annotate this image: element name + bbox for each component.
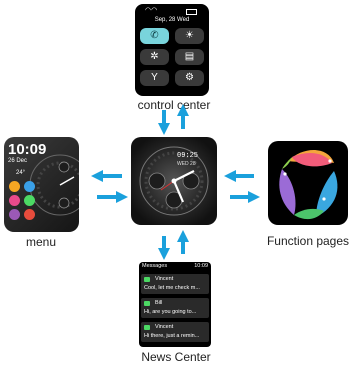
fan-icon[interactable]: ✲ [140, 49, 169, 65]
phone-icon[interactable]: ✆ [140, 28, 169, 44]
control-center-caption: control center [137, 98, 211, 112]
message-sender: Vincent [155, 324, 174, 330]
status-bar: ◠◠ [135, 6, 209, 16]
watch-dial-graphic [139, 146, 209, 216]
app-icon-fitness[interactable] [9, 195, 20, 206]
news-header: Messages 10:09 [139, 262, 211, 271]
function-pages-screen [268, 141, 348, 225]
flashlight-icon[interactable]: Y [140, 70, 169, 86]
message-item[interactable]: Vincent Hi there, just a remin... [141, 322, 209, 342]
control-center-screen: ◠◠ Sep, 28 Wed ✆ ☀ ✲ ▤ Y ⚙ [135, 4, 209, 96]
news-title: Messages [142, 263, 168, 269]
message-sender: Vincent [155, 276, 174, 282]
app-icon-phone[interactable] [24, 181, 35, 192]
message-item[interactable]: Vincent Cool, let me check m... [141, 274, 209, 294]
id-card-icon[interactable]: ▤ [175, 49, 204, 65]
app-icon-weather[interactable] [9, 181, 20, 192]
battery-icon [186, 9, 197, 15]
menu-date: 26 Dec [8, 158, 28, 164]
main-watch-face: 09:25 WED 28 [131, 137, 217, 225]
message-icon [144, 325, 150, 330]
watch-time: 09:25 [177, 152, 199, 160]
menu-temperature: 24° [16, 170, 26, 176]
message-icon [144, 301, 150, 306]
cc-date: Sep, 28 Wed [154, 17, 190, 23]
message-icon [144, 277, 150, 282]
message-preview: Cool, let me check m... [144, 285, 200, 291]
message-preview: Hi, are you going to... [144, 309, 197, 315]
menu-time: 10:09 [8, 141, 47, 158]
app-icon-messages[interactable] [24, 195, 35, 206]
message-sender: Bill [155, 300, 163, 306]
app-icon-heart-rate[interactable] [24, 209, 35, 220]
news-time: 10:09 [194, 263, 208, 269]
app-icon-music[interactable] [9, 209, 20, 220]
news-center-screen: Messages 10:09 Vincent Cool, let me chec… [139, 262, 211, 347]
function-pages-caption: Function pages [266, 234, 350, 248]
message-preview: Hi there, just a remin... [144, 333, 200, 339]
settings-icon[interactable]: ⚙ [175, 70, 204, 86]
wifi-icon: ◠◠ [145, 7, 158, 14]
brightness-icon[interactable]: ☀ [175, 28, 204, 44]
function-petals-graphic [279, 149, 338, 220]
news-center-caption: News Center [141, 350, 211, 364]
menu-caption: menu [25, 235, 57, 249]
message-item[interactable]: Bill Hi, are you going to... [141, 298, 209, 318]
watch-date: WED 28 [177, 161, 196, 167]
menu-watch-face: 10:09 26 Dec 24° [4, 137, 79, 232]
